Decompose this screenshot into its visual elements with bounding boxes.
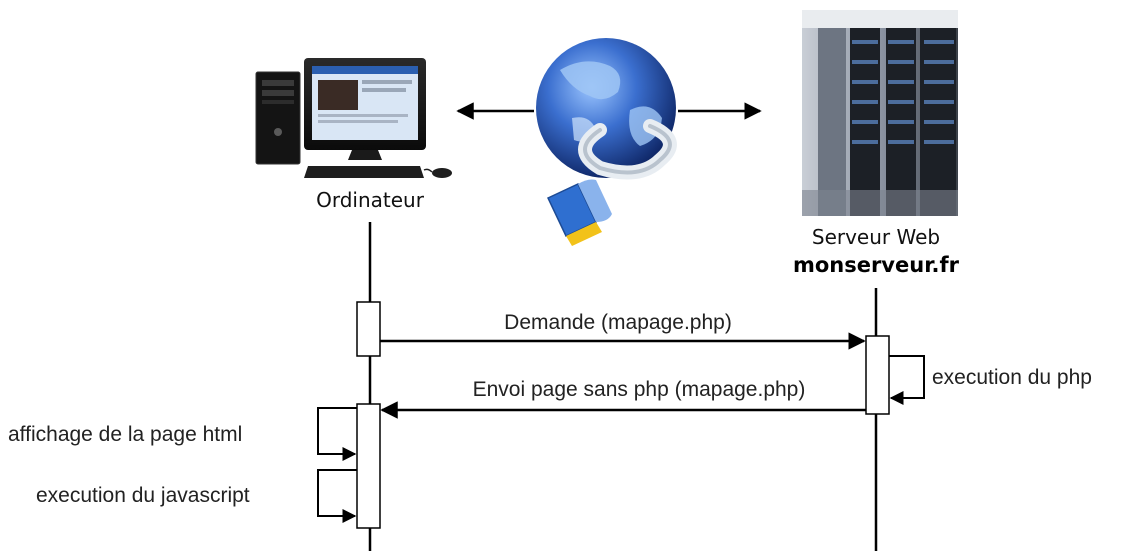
js-exec-label: execution du javascript bbox=[36, 484, 250, 507]
computer-activation-request bbox=[356, 301, 381, 357]
globe-network-icon bbox=[536, 38, 677, 246]
computer-activation-response bbox=[356, 403, 381, 529]
desktop-computer-icon bbox=[255, 58, 452, 178]
server-room-icon bbox=[802, 10, 958, 216]
request-message-label: Demande (mapage.php) bbox=[504, 311, 732, 334]
php-exec-self-arrow bbox=[889, 355, 925, 405]
response-message-label: Envoi page sans php (mapage.php) bbox=[473, 378, 806, 401]
server-label: Serveur Web bbox=[812, 225, 940, 249]
html-display-label: affichage de la page html bbox=[8, 423, 242, 446]
server-domain: monserveur.fr bbox=[793, 253, 960, 277]
computer-label: Ordinateur bbox=[316, 188, 425, 212]
php-exec-label: execution du php bbox=[932, 366, 1092, 389]
html-display-self-arrow bbox=[317, 407, 357, 461]
server-activation bbox=[865, 335, 890, 415]
js-exec-self-arrow bbox=[317, 469, 357, 523]
